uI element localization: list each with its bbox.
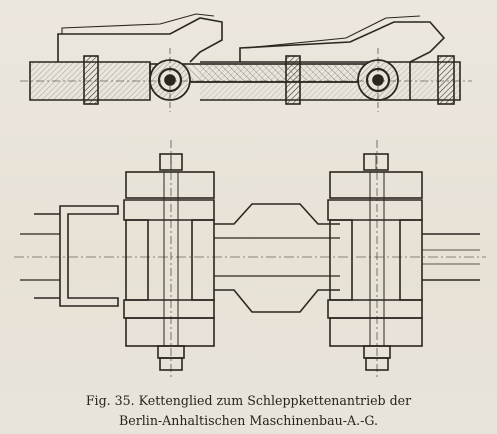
chain-link-drawing [14, 13, 486, 380]
caption-line-2: Berlin-Anhaltischen Maschinenbau-A.-G. [119, 413, 378, 428]
right-pin-assembly [327, 140, 423, 380]
bottom-plan-view [14, 140, 486, 380]
caption-line-1: Fig. 35. Kettenglied zum Schleppkettenan… [85, 393, 412, 408]
left-pin-assembly [123, 140, 215, 380]
figure-caption: Fig. 35. Kettenglied zum Schleppkettenan… [0, 391, 497, 431]
top-section-view [20, 13, 472, 112]
